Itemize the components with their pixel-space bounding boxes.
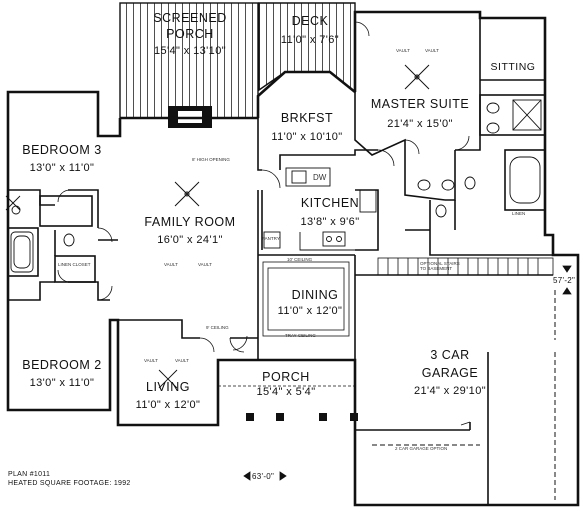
screened-porch-dims: 15'4" x 13'10" — [153, 45, 227, 57]
kitchen-label: KITCHEN — [300, 196, 360, 210]
sink-icon — [11, 102, 500, 215]
porch-label: PORCH — [262, 370, 310, 384]
pantry-label: PANTRY — [262, 236, 280, 241]
kitchen-counters — [263, 167, 377, 251]
ceiling-fan-icon — [5, 195, 21, 211]
stairs-note: OPTIONAL STAIRS TO BASEMENT — [420, 261, 460, 272]
linen-closet-label: LINEN CLOSET — [58, 262, 91, 267]
garage-label: 3 CAR GARAGE — [421, 348, 479, 381]
deck-label: DECK — [291, 14, 329, 28]
master-suite-dims: 21'4" x 15'0" — [387, 118, 453, 130]
vault-note: VAULT — [144, 358, 158, 363]
tray-ceiling — [262, 261, 350, 337]
bedroom2-dims: 13'0" x 11'0" — [29, 377, 95, 389]
width-dimension: 63'-0" — [252, 472, 275, 481]
bedroom3-dims: 13'0" x 11'0" — [29, 162, 95, 174]
ceiling-fan-icon — [158, 369, 178, 389]
heated-sqft: HEATED SQUARE FOOTAGE: 1992 — [8, 480, 131, 487]
screened-porch-area — [119, 2, 259, 119]
opening-note: 8' HIGH OPENING — [192, 157, 230, 162]
vault-note: VAULT — [175, 358, 189, 363]
bedroom3-label: BEDROOM 3 — [22, 143, 102, 157]
dining-ceiling-note: 10' CEILING — [287, 257, 313, 262]
dimension-arrows — [243, 265, 572, 481]
vault-note: VAULT — [198, 262, 212, 267]
plan-number: PLAN #1011 — [8, 471, 51, 478]
garage-doors — [372, 290, 556, 500]
basement-stairs — [377, 257, 554, 276]
dw-label: DW — [313, 173, 327, 182]
living-label: LIVING — [146, 380, 190, 394]
exterior-walls — [6, 10, 580, 507]
bathtub-icon — [10, 99, 542, 273]
living-dims: 11'0" x 12'0" — [135, 399, 201, 411]
brkfst-label: BRKFST — [280, 111, 334, 125]
porch-columns — [246, 413, 358, 421]
dining-label: DINING — [291, 288, 339, 302]
deck-dims: 11'0" x 7'6" — [280, 34, 340, 46]
garage-option-note: 2 CAR GARAGE OPTION — [395, 446, 448, 451]
kitchen-dims: 13'8" x 9'6" — [300, 216, 360, 228]
door-swings — [57, 21, 470, 353]
vault-note: VAULT — [164, 262, 178, 267]
vault-note: VAULT — [425, 48, 439, 53]
master-suite-label: MASTER SUITE — [370, 97, 470, 111]
porch-dims: 15'4" x 5'4" — [256, 386, 316, 398]
family-room-label: FAMILY ROOM — [144, 215, 236, 229]
bedroom2-label: BEDROOM 2 — [22, 358, 102, 372]
living-ceiling-note: 9' CEILING — [206, 325, 229, 330]
linen-label: LINEN — [512, 211, 526, 216]
tray-ceiling-note: TRAY CEILING — [285, 333, 316, 338]
vault-note: VAULT — [396, 48, 410, 53]
screened-porch-label: SCREENED PORCH — [153, 11, 227, 41]
dining-dims: 11'0" x 12'0" — [277, 305, 343, 317]
ceiling-fan-icon — [404, 64, 430, 90]
family-room-dims: 16'0" x 24'1" — [157, 234, 223, 246]
ceiling-fan-icon — [174, 181, 200, 207]
toilet-icon — [63, 176, 476, 247]
depth-dimension: 57'-2" — [553, 276, 576, 285]
brkfst-dims: 11'0" x 10'10" — [271, 131, 343, 143]
garage-dims: 21'4" x 29'10" — [413, 385, 487, 397]
sitting-label: SITTING — [490, 61, 536, 73]
